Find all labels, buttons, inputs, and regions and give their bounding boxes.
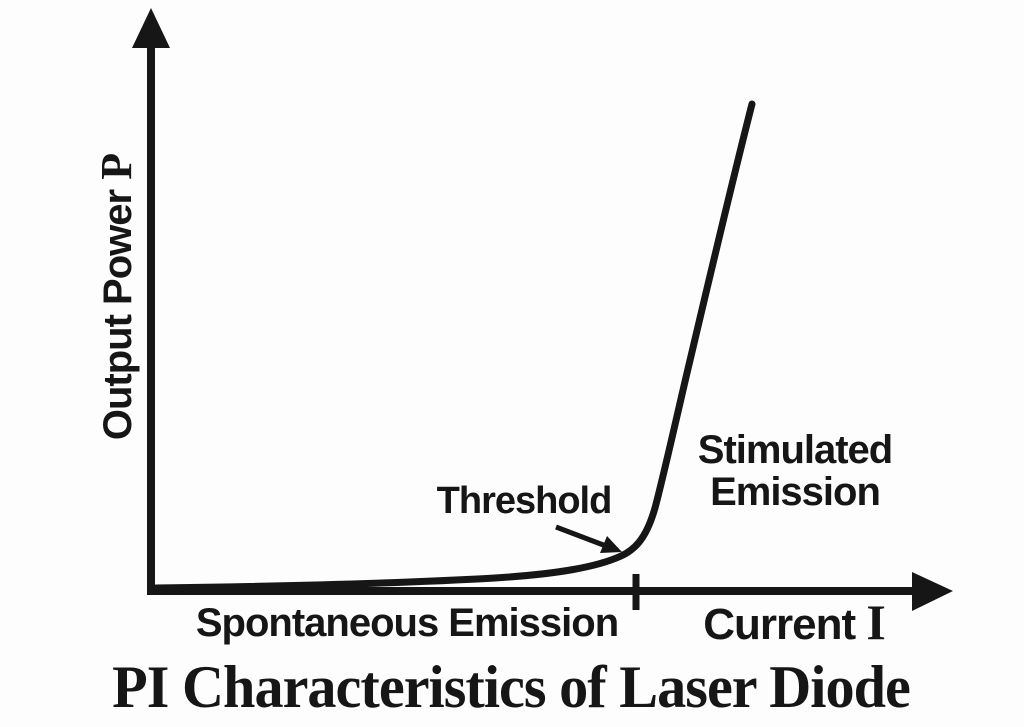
- stimulated-emission-annotation: Stimulated Emission: [697, 428, 893, 514]
- x-axis-label-text: Current: [703, 600, 856, 649]
- y-axis-symbol: P: [92, 153, 141, 180]
- y-axis-arrowhead: [132, 8, 170, 48]
- threshold-arrow-line: [555, 524, 607, 549]
- threshold-annotation: Threshold: [436, 480, 613, 522]
- spontaneous-emission-annotation: Spontaneous Emission: [195, 601, 619, 645]
- threshold-arrow-head: [600, 536, 622, 553]
- stimulated-emission-line1: Stimulated: [697, 428, 893, 472]
- y-axis-label-text: Output Power: [96, 189, 140, 441]
- x-axis-label: Current I: [703, 594, 886, 650]
- chart-title: PI Characteristics of Laser Diode: [112, 654, 911, 720]
- pi-curve: [152, 100, 756, 592]
- y-axis-label: Output Power P: [92, 153, 141, 441]
- x-axis-symbol: I: [866, 594, 885, 650]
- x-axis-arrowhead: [912, 572, 953, 611]
- stimulated-emission-line2: Emission: [710, 470, 881, 514]
